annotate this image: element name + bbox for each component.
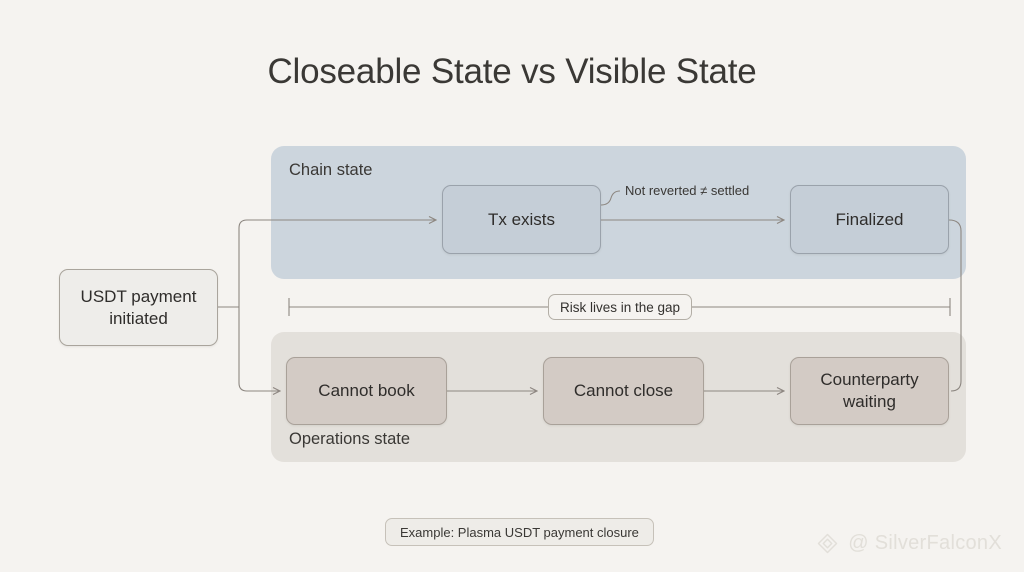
node-tx-exists[interactable]: Tx exists	[442, 185, 601, 254]
footer-caption: Example: Plasma USDT payment closure	[385, 518, 654, 546]
watermark: @ SilverFalconX	[816, 532, 1002, 555]
node-cannot-book[interactable]: Cannot book	[286, 357, 447, 425]
annotation-not-reverted: Not reverted ≠ settled	[625, 183, 750, 198]
node-counterparty-waiting[interactable]: Counterparty waiting	[790, 357, 949, 425]
diamond-logo-icon	[818, 533, 838, 554]
operations-state-label: Operations state	[289, 430, 411, 448]
annotation-risk-lives-in-the-gap: Risk lives in the gap	[548, 294, 693, 320]
page-title: Closeable State vs Visible State	[267, 52, 757, 91]
node-cannot-close[interactable]: Cannot close	[543, 357, 704, 425]
node-label: Finalized	[835, 209, 904, 229]
node-label: Cannot close	[573, 381, 674, 401]
watermark-handle: @ SilverFalconX	[848, 532, 1002, 554]
node-label: Tx exists	[487, 209, 556, 229]
node-usdt-payment-initiated[interactable]: USDT payment initiated	[59, 269, 218, 346]
chain-state-label: Chain state	[289, 161, 373, 179]
node-finalized[interactable]: Finalized	[790, 185, 949, 254]
node-label: USDT payment initiated	[80, 286, 197, 328]
node-label: Counterparty waiting	[820, 370, 919, 411]
node-label: Cannot book	[318, 381, 415, 401]
